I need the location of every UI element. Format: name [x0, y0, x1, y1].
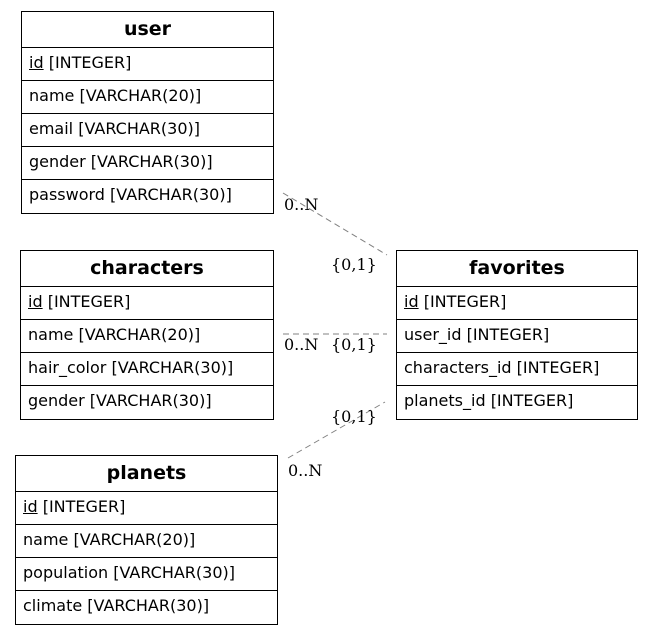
planets-favorites-line [287, 401, 386, 459]
key-name: id [28, 292, 43, 311]
user-entity[interactable]: user id [INTEGER] name [VARCHAR(20)] ema… [21, 11, 274, 214]
user-favorites-cardinality-label: {0,1} [331, 255, 377, 274]
field: hair_color [VARCHAR(30)] [21, 353, 273, 386]
key-name: id [23, 497, 38, 516]
planets-favorites-cardinality-label: {0,1} [331, 407, 377, 426]
field: name [VARCHAR(20)] [22, 81, 273, 114]
field: name [VARCHAR(20)] [21, 320, 273, 353]
user-cardinality-label: 0..N [284, 195, 318, 214]
planets-cardinality-label: 0..N [288, 461, 322, 480]
primary-key-field: id [INTEGER] [16, 492, 277, 525]
field: climate [VARCHAR(30)] [23, 596, 210, 615]
key-type: [INTEGER] [42, 497, 126, 516]
primary-key-field: id [INTEGER] [397, 287, 637, 320]
field: name [VARCHAR(20)] [16, 525, 277, 558]
key-name: id [404, 292, 419, 311]
characters-entity[interactable]: characters id [INTEGER] name [VARCHAR(20… [20, 250, 274, 420]
field: characters_id [INTEGER] [397, 353, 637, 386]
field: user_id [INTEGER] [397, 320, 637, 353]
entity-title: favorites [397, 251, 637, 287]
key-type: [INTEGER] [423, 292, 507, 311]
planets-entity[interactable]: planets id [INTEGER] name [VARCHAR(20)] … [15, 455, 278, 625]
favorites-entity[interactable]: favorites id [INTEGER] user_id [INTEGER]… [396, 250, 638, 420]
user-favorites-line [282, 192, 388, 256]
key-type: [INTEGER] [47, 292, 131, 311]
field: gender [VARCHAR(30)] [28, 391, 212, 410]
field: gender [VARCHAR(30)] [22, 147, 273, 180]
field: password [VARCHAR(30)] [29, 185, 232, 204]
field: email [VARCHAR(30)] [22, 114, 273, 147]
field: population [VARCHAR(30)] [16, 558, 277, 591]
primary-key-field: id [INTEGER] [21, 287, 273, 320]
key-name: id [29, 53, 44, 72]
entity-title: planets [16, 456, 277, 492]
primary-key-field: id [INTEGER] [22, 48, 273, 81]
key-type: [INTEGER] [48, 53, 132, 72]
characters-favorites-cardinality-label: {0,1} [331, 335, 377, 354]
characters-cardinality-label: 0..N [284, 335, 318, 354]
entity-title: user [22, 12, 273, 48]
field: planets_id [INTEGER] [404, 391, 574, 410]
entity-title: characters [21, 251, 273, 287]
